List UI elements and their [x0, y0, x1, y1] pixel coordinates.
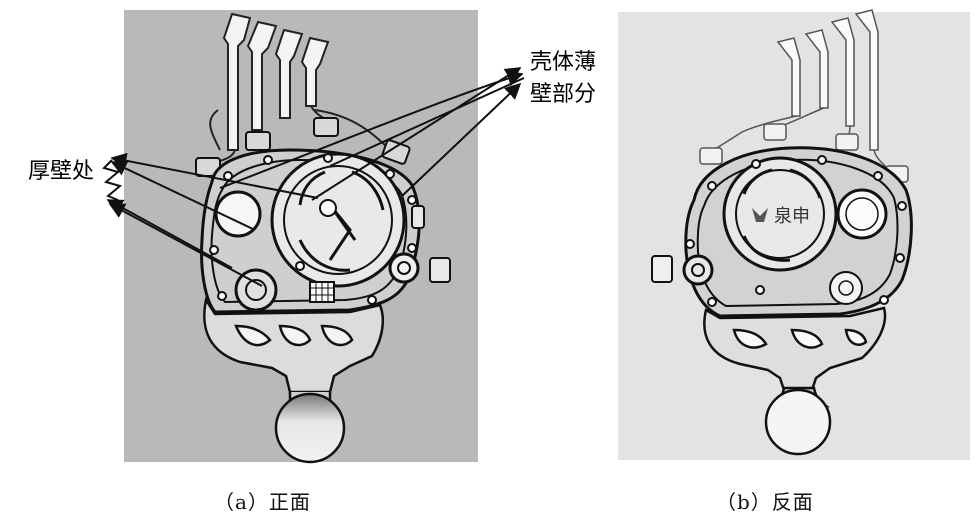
panel-b-emboss-text: 泉申: [774, 206, 810, 227]
panel-b-runners: [709, 9, 893, 173]
thin-wall-arrows: [219, 67, 525, 201]
panel-b-housing: 泉申: [651, 146, 913, 318]
panel-a-front-view: [102, 10, 525, 464]
caption-a: （a）正面: [214, 490, 311, 514]
panel-b-back-view: 泉申: [618, 9, 970, 460]
thin-wall-arrow-2: [219, 70, 524, 189]
caption-b: （b）反面: [716, 490, 814, 514]
thick-wall-arrow-1: [110, 152, 319, 199]
thick-wall-arrow-3: [108, 203, 263, 287]
thick-wall-zigzag: [102, 159, 123, 201]
thin-wall-arrow-1: [311, 67, 522, 201]
thin-wall-label-line1: 壳体薄: [530, 50, 597, 75]
thick-wall-arrow-4: [106, 199, 233, 269]
panel-b-overflow-ball: [764, 386, 832, 456]
panel-a-lower-frame: [203, 296, 384, 410]
thick-wall-arrow-2: [110, 160, 256, 231]
thin-wall-arrow-3: [401, 82, 522, 197]
thick-wall-label: 厚壁处: [28, 159, 95, 184]
thin-wall-arrow-4: [329, 77, 525, 167]
panel-b-lower-frame: [703, 306, 887, 392]
panel-a-overflow-ball: [274, 392, 346, 464]
panel-a-gate-blocks: [195, 117, 411, 177]
panel-a-housing: [200, 148, 451, 314]
thin-wall-label-line2: 壁部分: [530, 82, 597, 107]
thick-wall-arrows: [102, 152, 319, 287]
